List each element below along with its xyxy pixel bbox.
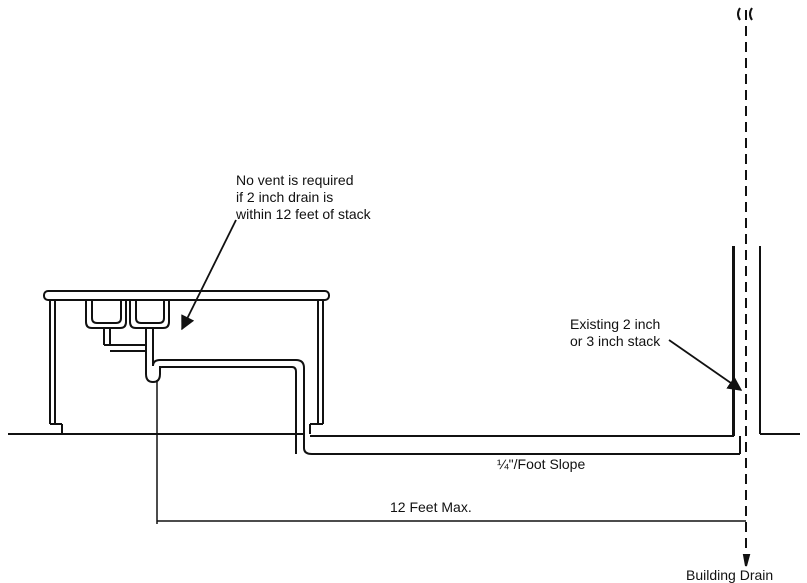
double-sink — [85, 300, 170, 329]
sink-trap — [103, 328, 161, 384]
drain-pipe — [152, 246, 741, 455]
vent-note-line-1: No vent is required — [236, 172, 354, 188]
stack-centerline — [737, 7, 753, 567]
stack-note-label: Existing 2 inch or 3 inch stack — [570, 316, 664, 349]
distance-label: 12 Feet Max. — [390, 499, 472, 515]
stack-note-line-1: Existing 2 inch — [570, 316, 660, 332]
vent-note-line-3: within 12 feet of stack — [235, 206, 372, 222]
slope-label: ¼"/Foot Slope — [497, 456, 585, 472]
vent-note-label: No vent is required if 2 inch drain is w… — [235, 172, 372, 222]
sink-cabinet — [43, 290, 330, 434]
building-drain-label: Building Drain — [686, 567, 773, 583]
stack-note-line-2: or 3 inch stack — [570, 333, 661, 349]
leader-arrows — [181, 219, 743, 391]
stack-walls — [732, 246, 761, 436]
vent-note-line-2: if 2 inch drain is — [236, 189, 333, 205]
dimension-line — [156, 380, 746, 524]
